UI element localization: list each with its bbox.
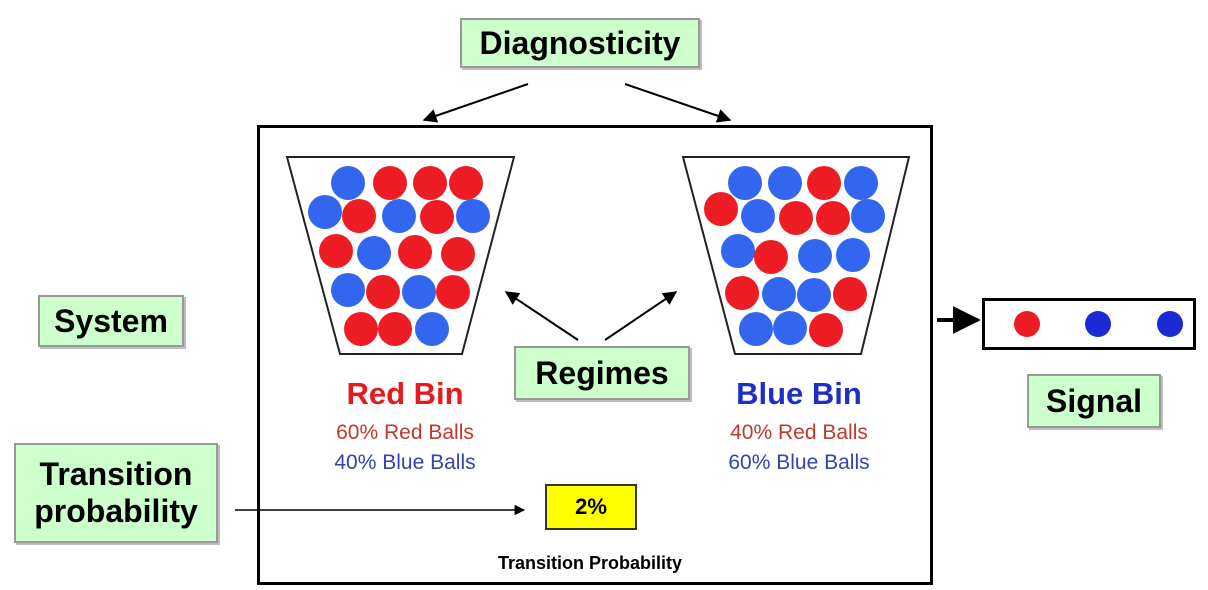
blue-ball (357, 236, 391, 270)
blue-ball (768, 166, 802, 200)
red-ball (344, 312, 378, 346)
arrow-diag-to-blue (624, 83, 732, 123)
red-ball (366, 275, 400, 309)
red-bin-title: Red Bin (346, 376, 464, 411)
arrow-diag-to-red (422, 83, 529, 123)
blue-bin-balls (704, 166, 885, 347)
red-ball (413, 166, 447, 200)
blue-ball (851, 199, 885, 233)
diagnosticity-label: Diagnosticity (460, 18, 700, 68)
red-ball (725, 276, 759, 310)
blue-ball (836, 238, 870, 272)
signal-ball-red (1014, 311, 1040, 337)
red-bin-balls (308, 166, 490, 346)
signal-balls (1014, 311, 1183, 337)
blue-ball (773, 311, 807, 345)
blue-ball (798, 239, 832, 273)
red-ball (807, 166, 841, 200)
blue-ball (739, 312, 773, 346)
red-bin-blue-share: 40% Blue Balls (334, 451, 476, 474)
red-ball (754, 240, 788, 274)
blue-ball (382, 199, 416, 233)
blue-ball (844, 166, 878, 200)
system-frame (257, 125, 933, 585)
blue-bin-blue-share: 60% Blue Balls (728, 451, 870, 474)
arrow-regimes-to-red (504, 291, 579, 341)
signal-label: Signal (1027, 374, 1161, 428)
signal-ball-blue (1085, 311, 1111, 337)
transition-probability-label: Transition probability (14, 443, 218, 543)
red-ball (441, 237, 475, 271)
arrow-regimes-to-blue (604, 291, 678, 341)
red-ball (373, 166, 407, 200)
signal-frame (982, 298, 1196, 350)
blue-ball (331, 166, 365, 200)
blue-ball (308, 195, 342, 229)
blue-bin-red-share: 40% Red Balls (730, 421, 868, 444)
blue-bin-title: Blue Bin (736, 376, 862, 411)
red-ball (420, 200, 454, 234)
red-ball (816, 201, 850, 235)
blue-ball (415, 312, 449, 346)
red-ball (436, 275, 470, 309)
blue-ball (402, 275, 436, 309)
blue-ball (762, 277, 796, 311)
red-ball (342, 199, 376, 233)
red-ball (319, 234, 353, 268)
blue-ball (741, 199, 775, 233)
blue-ball (456, 199, 490, 233)
red-ball (779, 201, 813, 235)
system-label: System (38, 295, 184, 347)
transition-probability-caption: Transition Probability (497, 553, 683, 573)
blue-ball (728, 166, 762, 200)
red-ball (378, 312, 412, 346)
signal-ball-blue (1157, 311, 1183, 337)
transition-probability-value: 2% (545, 484, 637, 530)
red-bin-red-share: 60% Red Balls (336, 421, 474, 444)
red-ball (398, 235, 432, 269)
regimes-label: Regimes (514, 346, 690, 400)
blue-ball (331, 273, 365, 307)
red-ball (809, 313, 843, 347)
red-ball (449, 166, 483, 200)
blue-ball (797, 278, 831, 312)
red-ball (833, 277, 867, 311)
blue-ball (721, 234, 755, 268)
red-ball (704, 192, 738, 226)
